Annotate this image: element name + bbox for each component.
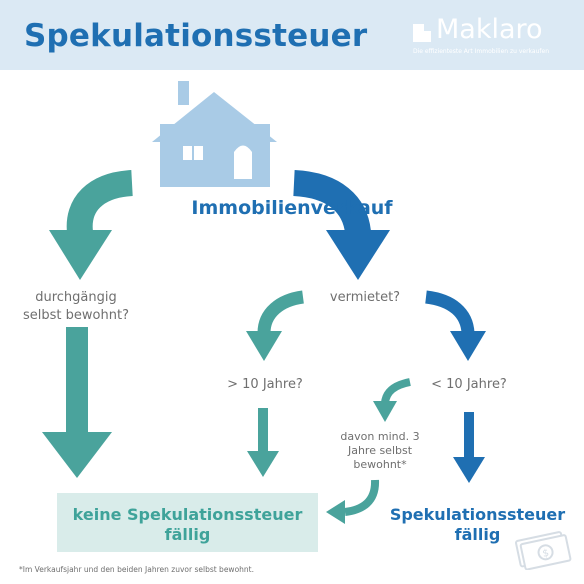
start-label: Immobilienverkauf [191, 197, 393, 219]
arrow-rented-less-than-10 [425, 290, 486, 361]
brand-name: Maklaro [436, 14, 543, 45]
no-tax-result-box [57, 493, 318, 552]
self-occupied-question: durchgängig selbst bewohnt? [0, 289, 152, 325]
min3-question: davon mind. 3 Jahre selbst bewohnt* [320, 430, 440, 472]
arrow-less-than-10-down [453, 412, 485, 483]
arrow-to-rented [292, 170, 390, 280]
min3-question-line3: bewohnt* [353, 458, 407, 471]
tax-due-result-line1: Spekulationssteuer [389, 505, 566, 524]
no-tax-result-line2: fällig [164, 525, 211, 544]
header-bar [0, 0, 584, 70]
arrow-min3-to-no-tax [326, 479, 379, 524]
rented-question: vermietet? [329, 290, 401, 305]
house-icon [152, 81, 277, 187]
page-title: Spekulationssteuer [24, 18, 368, 54]
less-than-10-question: < 10 Jahre? [431, 377, 507, 392]
no-tax-result-line1: keine Spekulationssteuer [72, 505, 303, 524]
arrow-rented-more-than-10 [246, 290, 305, 361]
arrow-self-occupied-yes [42, 327, 112, 478]
brand-logo-icon [413, 24, 431, 42]
tax-due-result-line2: fällig [454, 525, 501, 544]
tax-due-result-text: Spekulationssteuer fällig [380, 505, 575, 545]
self-occupied-question-line2: selbst bewohnt? [23, 308, 129, 323]
min3-question-line1: davon mind. 3 [340, 430, 420, 443]
no-tax-result-text: keine Spekulationssteuer fällig [57, 505, 318, 545]
arrow-to-self-occupied [49, 170, 134, 280]
min3-question-line2: Jahre selbst [347, 444, 413, 457]
self-occupied-question-line1: durchgängig [35, 290, 117, 305]
more-than-10-question: > 10 Jahre? [227, 377, 303, 392]
svg-text:$: $ [542, 548, 551, 560]
arrow-more-than-10-down [247, 408, 279, 477]
brand-tagline: Die effizienteste Art Immobilien zu verk… [413, 48, 550, 55]
footnote: *Im Verkaufsjahr und den beiden Jahren z… [19, 565, 254, 574]
arrow-less-than-10-to-min3 [373, 378, 411, 422]
money-icon: $ [514, 531, 572, 570]
